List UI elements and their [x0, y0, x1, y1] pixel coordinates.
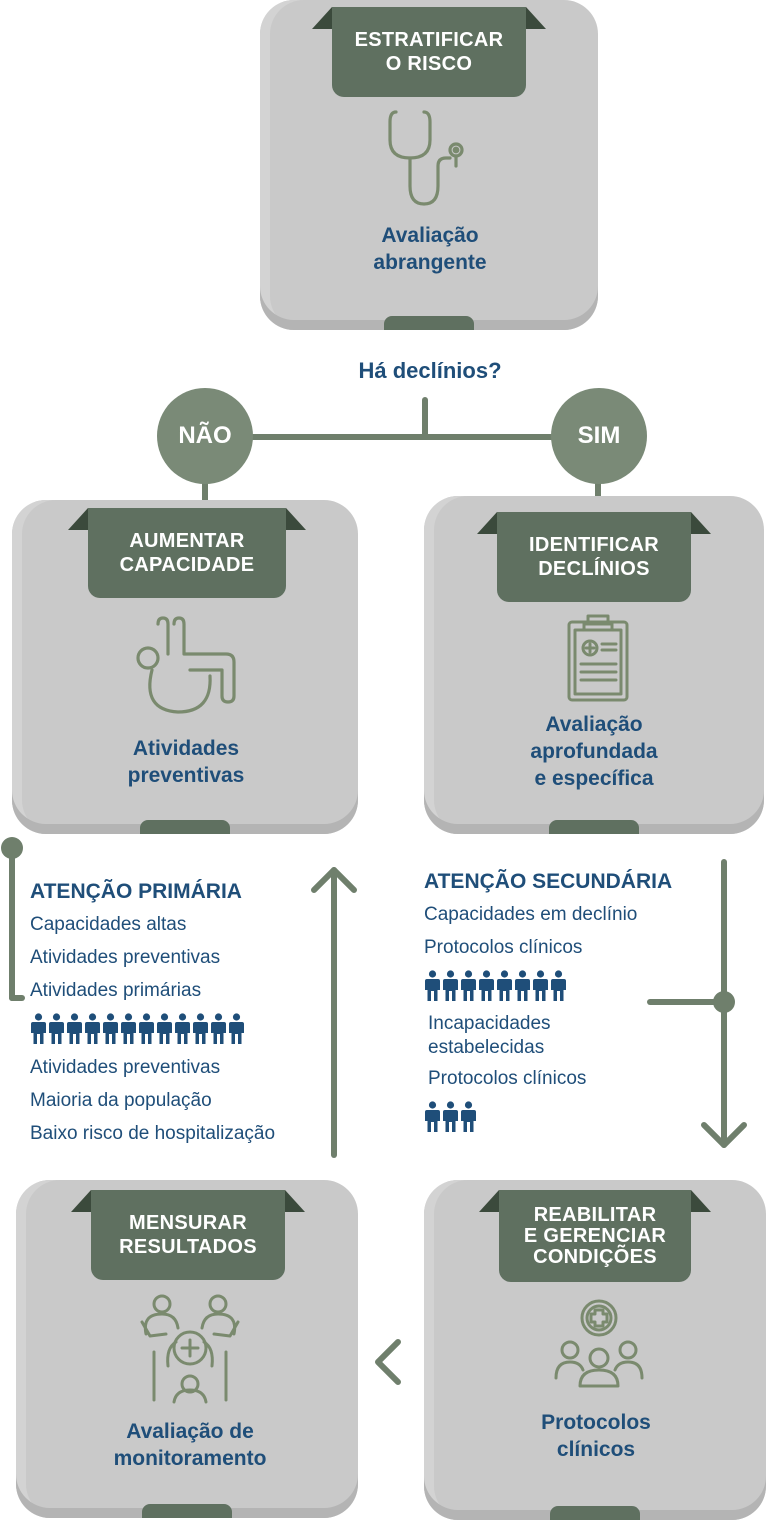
card-bottom-tab	[140, 820, 230, 834]
population-people-icons	[30, 1011, 330, 1045]
card-text-line: Atividades	[132, 737, 240, 760]
primary-item: Maioria da população	[30, 1090, 212, 1111]
person-icon	[157, 1013, 172, 1044]
person-icon	[121, 1013, 136, 1044]
secondary-item: Capacidades em declínio	[424, 904, 638, 925]
card-text-stratify: Avaliação abrangente	[300, 222, 560, 276]
person-icon	[139, 1013, 154, 1044]
person-icon	[515, 970, 530, 1001]
person-icon	[175, 1013, 190, 1044]
primary-item: Baixo risco de hospitalização	[30, 1123, 276, 1144]
secondary-item-line: estabelecidas	[428, 1037, 545, 1058]
card-text-line: clínicos	[556, 1438, 636, 1461]
card-bottom-tab	[549, 820, 639, 834]
person-icon	[443, 970, 458, 1001]
person-icon	[443, 1101, 458, 1132]
person-icon	[551, 970, 566, 1001]
primary-bracket-dot	[1, 837, 23, 859]
secondary-item: Incapacidades estabelecidas	[424, 1012, 724, 1060]
population-people-icons	[424, 1099, 724, 1133]
label-line: MENSURAR	[129, 1212, 247, 1234]
card-text-line: e específica	[534, 767, 654, 790]
stethoscope-icon	[388, 110, 464, 206]
primary-item: Atividades preventivas	[30, 1057, 221, 1078]
primary-item: Atividades primárias	[30, 980, 202, 1001]
card-text-measure: Avaliação de monitoramento	[60, 1418, 320, 1472]
label-line: O RISCO	[385, 53, 473, 75]
population-people-icons	[424, 968, 724, 1002]
label-line: CAPACIDADE	[119, 554, 255, 576]
person-icon	[31, 1013, 46, 1044]
card-text-increase: Atividades preventivas	[56, 735, 316, 789]
card-text-line: preventivas	[127, 764, 245, 787]
card-text-line: Avaliação	[545, 713, 643, 736]
exercise-icon	[136, 616, 236, 714]
card-text-line: monitoramento	[113, 1447, 267, 1470]
primary-item: Atividades preventivas	[30, 947, 221, 968]
label-line: AUMENTAR	[129, 530, 245, 552]
label-identify-declines: IDENTIFICAR DECLÍNIOS	[477, 512, 711, 602]
monitoring-group-icon	[140, 1294, 240, 1404]
label-increase-capacity: AUMENTAR CAPACIDADE	[68, 508, 306, 598]
card-text-line: Avaliação	[381, 224, 479, 247]
person-icon	[461, 1101, 476, 1132]
card-text-line: aprofundada	[530, 740, 658, 763]
primary-item: Capacidades altas	[30, 914, 187, 935]
secondary-care-column: ATENÇÃO SECUNDÁRIA Capacidades em declín…	[424, 870, 724, 1139]
person-icon	[533, 970, 548, 1001]
label-line: CONDIÇÕES	[533, 1245, 657, 1268]
decline-question: Há declínios?	[358, 358, 502, 383]
secondary-junction-dot	[713, 991, 735, 1013]
secondary-item: Protocolos clínicos	[428, 1068, 587, 1089]
primary-care-title: ATENÇÃO PRIMÁRIA	[30, 880, 242, 903]
label-line: DECLÍNIOS	[538, 558, 650, 580]
label-rehabilitate: REABILITAR E GERENCIAR CONDIÇÕES	[479, 1190, 711, 1282]
label-line: REABILITAR	[533, 1203, 657, 1226]
person-icon	[103, 1013, 118, 1044]
card-text-line: Protocolos	[541, 1411, 651, 1434]
label-measure-results: MENSURAR RESULTADOS	[71, 1190, 305, 1280]
clipboard-icon	[567, 614, 629, 702]
secondary-item: Protocolos clínicos	[424, 937, 583, 958]
label-line: E GERENCIAR	[523, 1224, 667, 1247]
primary-care-column: ATENÇÃO PRIMÁRIA Capacidades altas Ativi…	[30, 880, 330, 1150]
secondary-item-line: Incapacidades	[428, 1013, 551, 1034]
label-line: ESTRATIFICAR	[354, 29, 504, 51]
person-icon	[211, 1013, 226, 1044]
secondary-care-title: ATENÇÃO SECUNDÁRIA	[424, 870, 673, 893]
person-icon	[67, 1013, 82, 1044]
card-bottom-tab	[384, 316, 474, 330]
person-icon	[425, 970, 440, 1001]
person-icon	[425, 1101, 440, 1132]
card-bottom-tab	[550, 1506, 640, 1520]
branch-yes: SIM	[551, 388, 647, 484]
card-text-line: abrangente	[373, 251, 487, 274]
person-icon	[479, 970, 494, 1001]
label-stratify-risk: ESTRATIFICAR O RISCO	[312, 7, 546, 97]
label-line: IDENTIFICAR	[529, 534, 659, 556]
card-text-rehab: Protocolos clínicos	[466, 1409, 726, 1463]
card-text-identify: Avaliação aprofundada e específica	[464, 711, 724, 792]
person-icon	[49, 1013, 64, 1044]
care-team-icon	[554, 1299, 644, 1388]
branch-no: NÃO	[157, 388, 253, 484]
card-text-line: Avaliação de	[126, 1420, 254, 1443]
person-icon	[461, 970, 476, 1001]
card-bottom-tab	[142, 1504, 232, 1518]
label-line: RESULTADOS	[119, 1236, 257, 1258]
person-icon	[193, 1013, 208, 1044]
person-icon	[85, 1013, 100, 1044]
person-icon	[229, 1013, 244, 1044]
person-icon	[497, 970, 512, 1001]
